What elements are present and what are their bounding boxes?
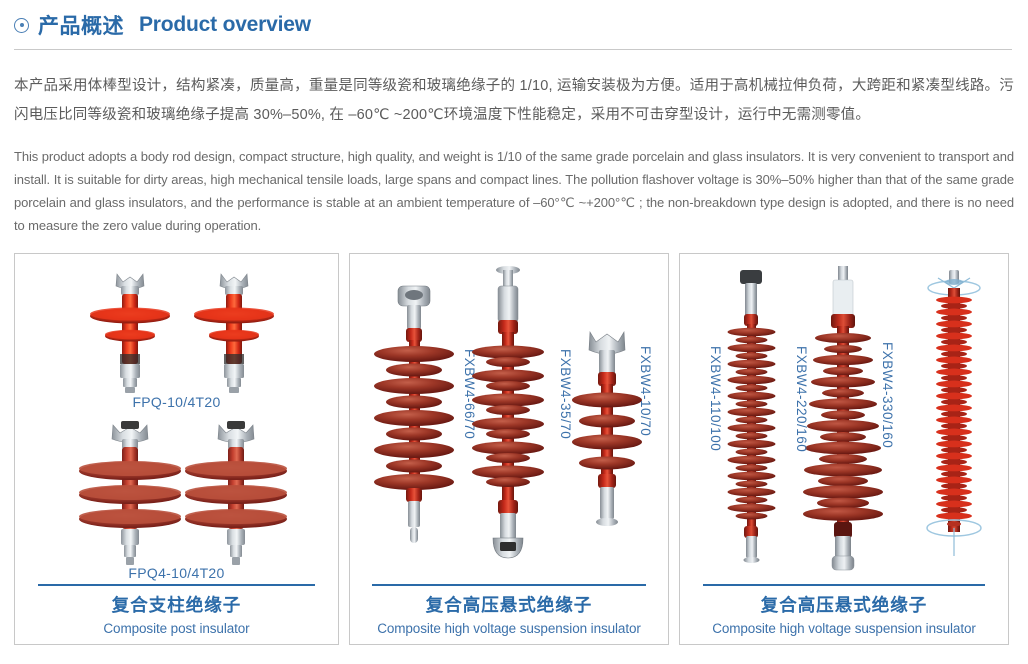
product-card-hv-suspension-a[interactable]: FXBW4-66/70 xyxy=(349,253,669,645)
card-footer-hv-suspension-b: 复合高压悬式绝缘子 Composite high voltage suspens… xyxy=(680,584,1008,644)
insulator-image-fxbw4-220-160 xyxy=(802,264,892,574)
insulator-image-fpq4-10-4t20-right xyxy=(183,419,289,569)
insulator-image-fpq4-10-4t20-left xyxy=(77,419,183,569)
overview-paragraph-cn: 本产品采用体棒型设计，结构紧凑，质量高，重量是同等级瓷和玻璃绝缘子的 1/10,… xyxy=(14,78,1014,123)
product-figure-composite-post: FPQ-10/4T20 xyxy=(15,254,338,584)
circle-dot-icon xyxy=(14,17,29,33)
product-figure-hv-suspension-b: FXBW4-110/100 xyxy=(680,254,1008,584)
product-card-composite-post[interactable]: FPQ-10/4T20 xyxy=(14,253,339,645)
card-title-en: Composite high voltage suspension insula… xyxy=(712,621,976,636)
insulator-image-fxbw4-10-70 xyxy=(562,324,652,544)
page-title-row: 产品概述 Product overview xyxy=(14,10,1014,40)
product-card-hv-suspension-b[interactable]: FXBW4-110/100 xyxy=(679,253,1009,645)
footer-divider xyxy=(37,584,316,587)
insulator-image-fxbw4-35-70 xyxy=(460,264,556,564)
overview-text-block: 本产品采用体棒型设计，结构紧凑，质量高，重量是同等级瓷和玻璃绝缘子的 1/10,… xyxy=(0,72,1028,237)
card-title-en: Composite high voltage suspension insula… xyxy=(377,621,641,636)
header-divider xyxy=(14,49,1012,50)
overview-paragraph-en: This product adopts a body rod design, c… xyxy=(14,148,1014,233)
part-caption-fxbw4-66-70: FXBW4-66/70 xyxy=(462,349,477,440)
part-caption-fxbw4-35-70: FXBW4-35/70 xyxy=(558,349,573,440)
product-figure-hv-suspension-a: FXBW4-66/70 xyxy=(350,254,668,584)
card-footer-hv-suspension-a: 复合高压悬式绝缘子 Composite high voltage suspens… xyxy=(350,584,668,644)
card-title-en: Composite post insulator xyxy=(103,621,250,636)
part-caption-fxbw4-330-160: FXBW4-330/160 xyxy=(880,342,895,449)
insulator-image-fxbw4-66-70 xyxy=(368,284,464,554)
part-caption-fpq4-10-4t20: FPQ4-10/4T20 xyxy=(128,565,225,581)
product-card-row: FPQ-10/4T20 xyxy=(0,253,1028,645)
card-title-cn: 复合高压悬式绝缘子 xyxy=(760,595,928,616)
part-caption-fxbw4-110-100: FXBW4-110/100 xyxy=(708,346,723,452)
card-title-cn: 复合高压悬式绝缘子 xyxy=(425,595,593,616)
card-title-cn: 复合支柱绝缘子 xyxy=(111,595,242,616)
page-title-cn: 产品概述 xyxy=(38,15,124,38)
insulator-image-fxbw4-330-160 xyxy=(908,266,1000,566)
page-title-en: Product overview xyxy=(139,13,311,36)
part-caption-fxbw4-10-70: FXBW4-10/70 xyxy=(638,346,653,437)
insulator-image-fpq-10-4t20-right xyxy=(191,270,277,394)
insulator-image-fpq-10-4t20-left xyxy=(87,270,173,394)
card-footer-composite-post: 复合支柱绝缘子 Composite post insulator xyxy=(15,584,338,644)
footer-divider xyxy=(702,584,986,587)
part-caption-fxbw4-220-160: FXBW4-220/160 xyxy=(794,346,809,453)
part-caption-fpq-10-4t20: FPQ-10/4T20 xyxy=(132,394,221,410)
page-header: 产品概述 Product overview xyxy=(0,0,1028,50)
footer-divider xyxy=(372,584,646,587)
insulator-image-fxbw4-110-100 xyxy=(712,268,792,568)
